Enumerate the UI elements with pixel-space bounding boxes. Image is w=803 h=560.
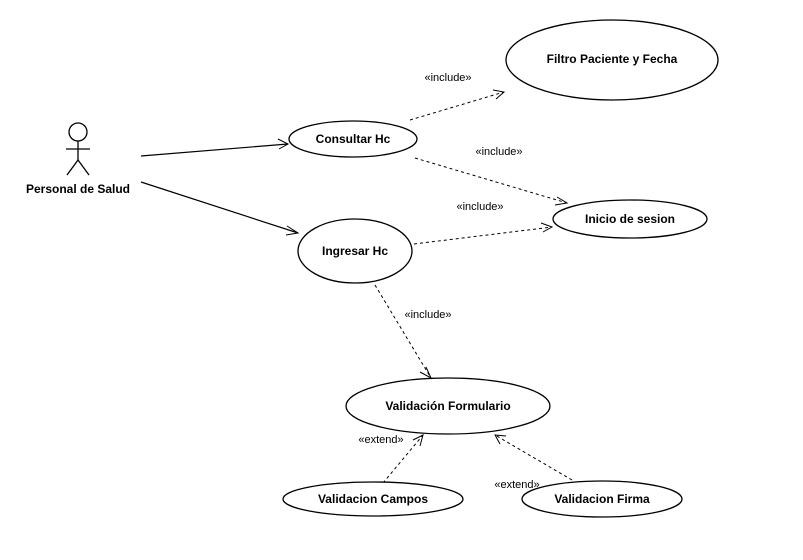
include-consultar-filtro bbox=[409, 89, 506, 121]
extend-label-campos: «extend» bbox=[358, 434, 403, 446]
association-ingresar bbox=[140, 181, 300, 236]
extend-campos bbox=[382, 434, 424, 484]
include-label-ingresar-validacion: «include» bbox=[404, 309, 451, 321]
use-case-label: Inicio de sesion bbox=[585, 212, 675, 226]
use-case-ingresar-hc[interactable]: Ingresar Hc bbox=[297, 218, 413, 284]
actor-left-leg bbox=[66, 159, 79, 176]
use-case-label: Validación Formulario bbox=[385, 399, 510, 413]
use-case-label: Consultar Hc bbox=[316, 132, 391, 146]
include-ingresar-inicio bbox=[413, 222, 554, 245]
include-label-consultar-inicio: «include» bbox=[475, 146, 522, 158]
include-label-filtro: «include» bbox=[424, 72, 471, 84]
actor-right-leg bbox=[77, 159, 90, 176]
use-case-inicio-de-sesion[interactable]: Inicio de sesion bbox=[552, 199, 708, 239]
use-case-validacion-campos[interactable]: Validacion Campos bbox=[282, 481, 464, 517]
include-consultar-inicio bbox=[414, 157, 569, 206]
association-consultar bbox=[140, 138, 290, 157]
use-case-validacion-formulario[interactable]: Validación Formulario bbox=[345, 377, 551, 435]
include-ingresar-validacion bbox=[374, 284, 433, 380]
use-case-label: Filtro Paciente y Fecha bbox=[547, 52, 678, 66]
actor-label: Personal de Salud bbox=[26, 182, 130, 196]
include-label-ingresar-inicio: «include» bbox=[456, 201, 503, 213]
use-case-filtro-paciente-y-fecha[interactable]: Filtro Paciente y Fecha bbox=[505, 19, 719, 101]
actor-head bbox=[68, 122, 88, 142]
use-case-label: Validacion Campos bbox=[318, 492, 428, 506]
use-case-validacion-firma[interactable]: Validacion Firma bbox=[521, 480, 683, 518]
use-case-label: Validacion Firma bbox=[554, 492, 650, 506]
actor-personal-de-salud[interactable]: Personal de Salud bbox=[26, 122, 130, 196]
use-case-consultar-hc[interactable]: Consultar Hc bbox=[288, 120, 418, 158]
use-case-label: Ingresar Hc bbox=[322, 244, 388, 258]
extend-label-firma: «extend» bbox=[494, 479, 539, 491]
extend-firma bbox=[494, 434, 573, 481]
